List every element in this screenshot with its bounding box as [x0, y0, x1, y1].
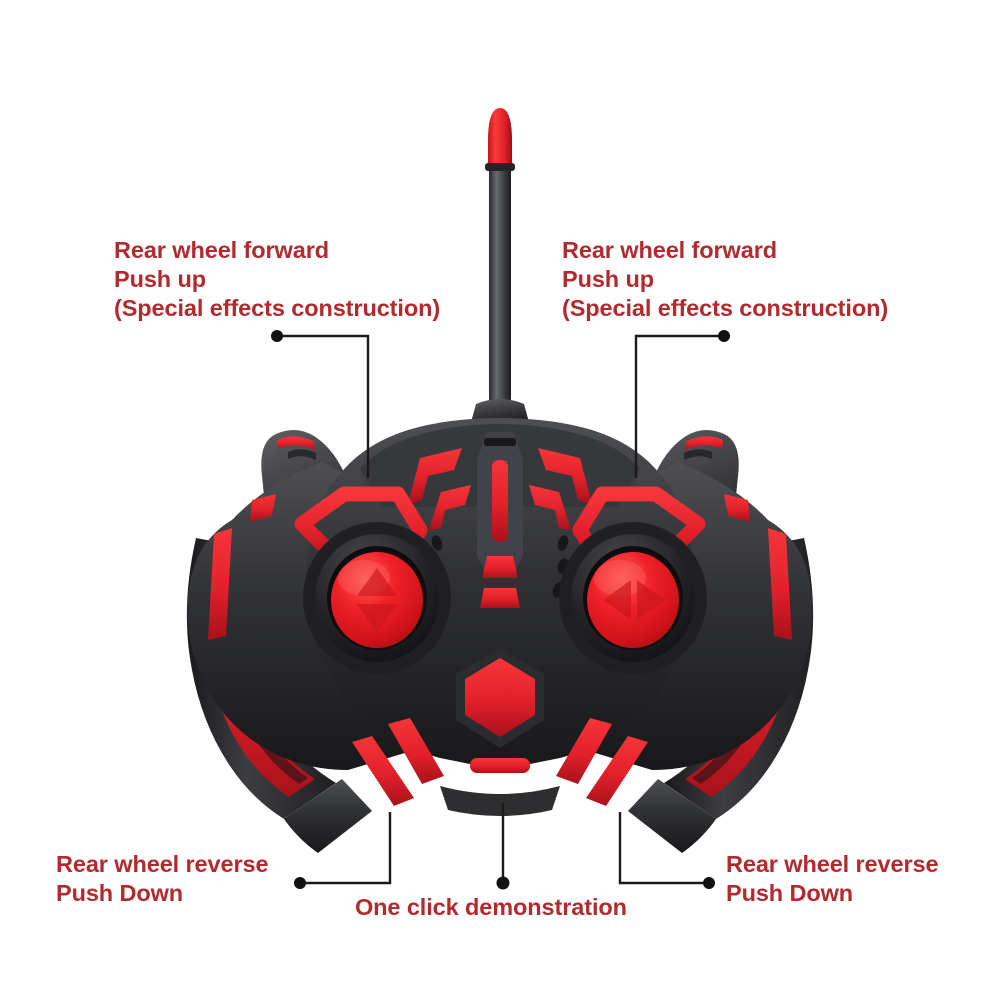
callout-top-right-line2: Push up — [562, 266, 654, 292]
callout-bottom-center: One click demonstration — [355, 893, 627, 922]
demo-button[interactable] — [465, 658, 535, 737]
callout-bottom-left-line1: Rear wheel reverse — [56, 851, 269, 877]
callout-top-right: Rear wheel forward Push up (Special effe… — [562, 236, 888, 323]
callout-top-left-line2: Push up — [114, 266, 206, 292]
spine-red-bar — [492, 460, 508, 542]
antenna-tip — [488, 108, 512, 167]
left-stick-assembly[interactable] — [303, 522, 451, 674]
left-stick-up-arrow-icon — [357, 568, 397, 596]
callout-top-right-line3: (Special effects construction) — [562, 295, 889, 321]
lower-red-pill — [470, 758, 530, 773]
callout-top-left-line1: Rear wheel forward — [114, 237, 329, 263]
spine-slot — [484, 438, 516, 446]
callout-bottom-right-line1: Rear wheel reverse — [726, 851, 939, 877]
accent-ul-2 — [429, 485, 471, 530]
callout-bottom-right-line2: Push Down — [726, 880, 854, 906]
callout-bottom-left: Rear wheel reverse Push Down — [56, 850, 269, 908]
bottom-edge — [440, 786, 560, 816]
antenna-shaft — [489, 155, 511, 420]
right-stick-cap[interactable] — [587, 552, 679, 648]
antenna-collar — [485, 163, 515, 171]
spine-red-trapezoid-2 — [480, 588, 520, 608]
callout-top-left-line3: (Special effects construction) — [114, 295, 441, 321]
left-small-tab — [250, 494, 276, 522]
callout-bottom-right: Rear wheel reverse Push Down — [726, 850, 939, 908]
lower-right-accents — [556, 718, 648, 806]
right-stick-assembly[interactable] — [559, 522, 707, 674]
right-stick-left-arrow-icon — [603, 580, 631, 620]
callout-bottom-left-line2: Push Down — [56, 880, 184, 906]
callout-bottom-center-line1: One click demonstration — [355, 894, 627, 920]
accent-ur-2 — [529, 485, 571, 530]
callout-top-right-line1: Rear wheel forward — [562, 237, 777, 263]
right-stick-right-arrow-icon — [637, 580, 665, 620]
left-stick-down-arrow-icon — [357, 604, 397, 632]
right-small-tab — [724, 494, 750, 522]
antenna — [470, 108, 530, 426]
left-outer-blade — [208, 528, 232, 640]
callout-top-left: Rear wheel forward Push up (Special effe… — [114, 236, 440, 323]
lower-left-accents — [352, 718, 444, 806]
right-outer-blade — [768, 528, 792, 640]
accent-ul-1 — [408, 448, 462, 504]
accent-ur-1 — [538, 448, 592, 504]
spine-red-trapezoid — [482, 556, 518, 578]
right-stick-highlight — [594, 560, 646, 596]
left-stick-cap[interactable] — [331, 552, 423, 648]
